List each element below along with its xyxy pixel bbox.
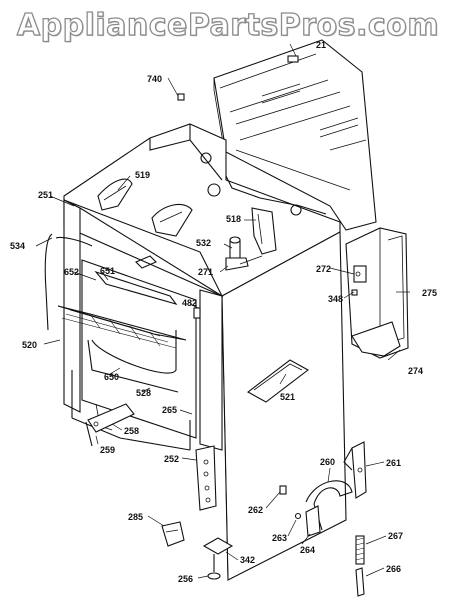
label-650: 650 bbox=[104, 372, 119, 382]
label-258: 258 bbox=[124, 426, 139, 436]
label-266: 266 bbox=[386, 564, 401, 574]
label-265: 265 bbox=[162, 405, 177, 415]
label-261: 261 bbox=[386, 458, 401, 468]
back-panel bbox=[213, 39, 377, 231]
part-266-link bbox=[355, 567, 365, 597]
label-518: 518 bbox=[226, 214, 241, 224]
leader-lines bbox=[35, 43, 410, 579]
label-267: 267 bbox=[388, 531, 403, 541]
label-259: 259 bbox=[100, 445, 115, 455]
label-272: 272 bbox=[316, 264, 331, 274]
part-267-spring bbox=[355, 535, 365, 565]
part-519-shield bbox=[97, 178, 133, 211]
part-518-bracket bbox=[251, 207, 277, 255]
range-cabinet bbox=[44, 93, 347, 581]
part-256-foot bbox=[207, 554, 221, 580]
label-271: 271 bbox=[198, 267, 213, 277]
oven-rack bbox=[57, 305, 187, 349]
part-264-bracket bbox=[305, 505, 321, 537]
center-bracket bbox=[151, 203, 193, 237]
label-482: 482 bbox=[182, 298, 197, 308]
label-532: 532 bbox=[196, 238, 211, 248]
label-740: 740 bbox=[147, 74, 162, 84]
label-260: 260 bbox=[320, 457, 335, 467]
label-262: 262 bbox=[248, 505, 263, 515]
label-251: 251 bbox=[38, 190, 53, 200]
part-342-plate bbox=[202, 537, 234, 555]
part-262-clip bbox=[279, 485, 287, 495]
label-534: 534 bbox=[10, 241, 25, 251]
label-21: 21 bbox=[316, 40, 326, 50]
label-651: 651 bbox=[100, 266, 115, 276]
label-528: 528 bbox=[136, 388, 151, 398]
label-264: 264 bbox=[300, 545, 315, 555]
label-519: 519 bbox=[135, 170, 150, 180]
part-285-leveler bbox=[161, 521, 185, 547]
label-275: 275 bbox=[422, 288, 437, 298]
label-263: 263 bbox=[272, 533, 287, 543]
side-panel-assembly bbox=[345, 227, 409, 359]
label-521: 521 bbox=[280, 392, 295, 402]
label-256: 256 bbox=[178, 574, 193, 584]
label-348: 348 bbox=[328, 294, 343, 304]
part-261-hinge bbox=[343, 441, 367, 499]
label-652: 652 bbox=[64, 267, 79, 277]
part-labels: 21 740 519 251 534 652 651 518 532 271 2… bbox=[10, 40, 437, 584]
label-342: 342 bbox=[240, 555, 255, 565]
part-263-screw bbox=[294, 512, 302, 520]
label-274: 274 bbox=[408, 366, 423, 376]
part-258-259-slide bbox=[85, 403, 135, 447]
label-520: 520 bbox=[22, 340, 37, 350]
bake-element bbox=[87, 270, 179, 393]
part-252-bracket bbox=[195, 445, 217, 511]
label-285: 285 bbox=[128, 512, 143, 522]
watermark-logo-text: AppliancePartsPros.com bbox=[16, 7, 440, 43]
label-252: 252 bbox=[164, 454, 179, 464]
part-532-271-sensor bbox=[225, 236, 263, 271]
